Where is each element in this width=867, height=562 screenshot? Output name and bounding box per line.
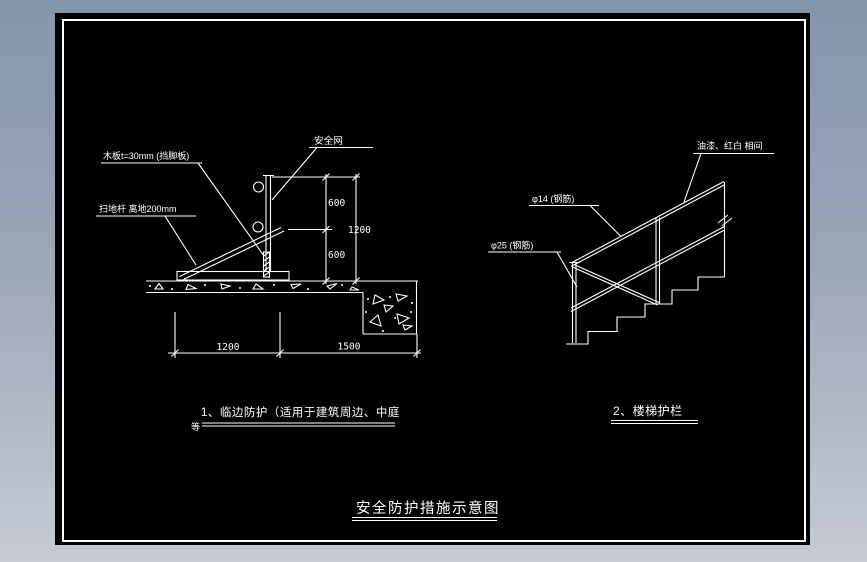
- coupler-ring-top: [252, 181, 265, 193]
- dim-600-top: 600: [328, 198, 345, 209]
- sweep-rod-callout: 扫地杆 离地200mm: [96, 203, 197, 266]
- handrail-post-left: [569, 261, 580, 343]
- dim-1500-width: 1500: [338, 342, 361, 353]
- vertical-dimensions: 600 600 1200: [272, 173, 371, 285]
- sheet-title-text: 安全防护措施示意图: [356, 499, 500, 517]
- dim-600-bottom: 600: [328, 250, 345, 261]
- cross-brace: [572, 263, 660, 306]
- toe-board-label: 木板t=30mm (挡脚板): [103, 150, 189, 161]
- viewport-border: [62, 19, 806, 542]
- stair-caption: 2、楼梯护栏: [611, 403, 698, 425]
- bottom-dimensions: 1200 1500: [168, 312, 421, 358]
- rebar14-label: φ14 (钢筋): [532, 193, 574, 204]
- right-extension-line: [717, 182, 733, 277]
- floor-slab: [146, 280, 418, 335]
- stair-handrail-drawing: 油漆、红白 相间 φ14 (钢筋) φ25 (钢筋) 2、楼梯护栏: [488, 140, 774, 425]
- dim-1200-width: 1200: [217, 342, 240, 353]
- caption-1-line2: 等: [191, 421, 200, 432]
- drawing-canvas[interactable]: [55, 13, 810, 545]
- toe-board-callout: 木板t=30mm (挡脚板): [101, 150, 265, 257]
- stair-steps: [566, 276, 725, 345]
- sweep-rod-label: 扫地杆 离地200mm: [99, 203, 177, 214]
- safety-net-callout: 安全网: [271, 135, 373, 201]
- paint-label: 油漆、红白 相间: [697, 140, 763, 151]
- rebar14-callout: φ14 (钢筋): [529, 193, 622, 237]
- coupler-ring-bottom: [252, 221, 264, 233]
- sheet-title: 安全防护措施示意图: [352, 499, 500, 522]
- caption-2: 2、楼梯护栏: [613, 403, 683, 418]
- base-plate: [176, 270, 290, 281]
- dim-1200-overall: 1200: [348, 225, 371, 236]
- guard-post: [263, 174, 274, 272]
- diagonal-brace: [179, 227, 285, 280]
- safety-net-label: 安全网: [314, 135, 343, 147]
- edge-protection-drawing: 安全网 木板t=30mm (挡脚板) 扫地杆 离地200mm: [96, 135, 421, 432]
- rebar25-callout: φ25 (钢筋): [488, 240, 578, 288]
- paint-callout: 油漆、红白 相间: [683, 140, 774, 203]
- caption-1-line1: 1、临边防护（适用于建筑周边、中庭: [201, 405, 400, 419]
- mid-rail: [570, 226, 725, 312]
- top-rail: [570, 181, 725, 267]
- edge-protection-caption: 1、临边防护（适用于建筑周边、中庭 等: [191, 405, 400, 432]
- rebar25-label: φ25 (钢筋): [491, 240, 533, 251]
- toe-board-section: [262, 251, 271, 278]
